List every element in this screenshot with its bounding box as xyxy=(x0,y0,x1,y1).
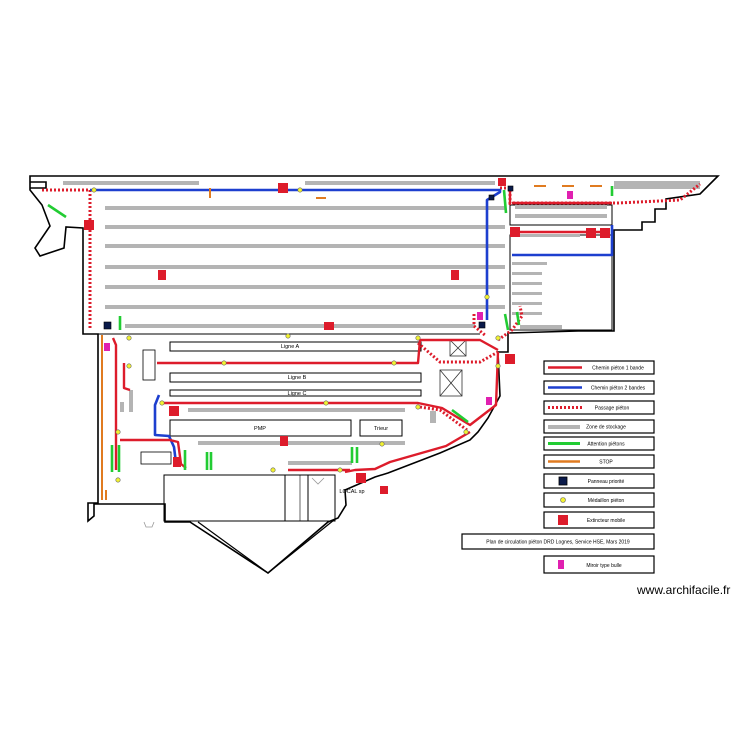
production-lines xyxy=(169,341,422,437)
structure-cross-boxes xyxy=(439,339,467,397)
legend-label: STOP xyxy=(599,460,613,466)
ligne-c-label: Ligne C xyxy=(288,391,307,397)
legend-label: Extincteur mobile xyxy=(587,518,626,524)
legend-item: Extincteur mobile xyxy=(543,511,655,529)
legend-item: Chemin piéton 2 bandes xyxy=(543,380,655,395)
extinguisher-icon xyxy=(558,515,568,525)
trieur-box xyxy=(359,419,403,437)
pmp-label: PMP xyxy=(254,426,266,432)
extinguishers xyxy=(84,178,610,494)
ligne-b-label: Ligne B xyxy=(288,375,307,381)
trieur-label: Trieur xyxy=(374,426,388,432)
legend-caption-box: Plan de circulation piéton DRD Lognes, S… xyxy=(461,533,655,550)
watermark: www.archifacile.fr xyxy=(637,583,731,597)
interior-walls xyxy=(98,204,613,574)
attention-zones xyxy=(47,186,614,472)
priority-signs xyxy=(103,185,514,330)
storage-icon xyxy=(548,425,580,429)
legend-label: Attention piétons xyxy=(587,442,625,448)
legend-label: Chemin piéton 2 bandes xyxy=(591,386,646,392)
legend-item: Zone de stockage xyxy=(543,419,655,434)
legend-item: STOP xyxy=(543,454,655,469)
ligne-c-box xyxy=(169,389,422,397)
legend-item: Miroir type bulle xyxy=(543,555,655,574)
legend-item: Médaillon piéton xyxy=(543,492,655,508)
mirror-icon xyxy=(558,560,564,569)
legend-label: Chemin piéton 1 bande xyxy=(592,366,644,372)
legend-label: Médaillon piéton xyxy=(588,498,625,504)
legend-label: Panneau priorité xyxy=(588,479,625,485)
red-paths xyxy=(111,190,612,474)
legend-item: Attention piétons xyxy=(543,436,655,451)
legend: Chemin piéton 1 bande Chemin piéton 2 ba… xyxy=(461,360,655,574)
legend-item: Panneau priorité xyxy=(543,473,655,489)
legend-item: Passage piéton xyxy=(543,400,655,415)
building-outline xyxy=(29,175,720,574)
ligne-a-label: Ligne A xyxy=(281,344,300,350)
pmp-box xyxy=(169,419,352,437)
legend-label: Zone de stockage xyxy=(586,425,626,431)
legend-label: Passage piéton xyxy=(595,406,630,412)
legend-item: Chemin piéton 1 bande xyxy=(543,360,655,375)
stop-lines xyxy=(101,185,602,500)
ligne-b-box xyxy=(169,372,422,383)
priority-sign-icon xyxy=(558,476,568,486)
legend-label: Miroir type bulle xyxy=(586,563,622,569)
medallions xyxy=(91,187,501,483)
blue-paths xyxy=(90,188,614,464)
mirrors xyxy=(104,191,573,405)
medallion-icon xyxy=(560,497,566,503)
legend-caption: Plan de circulation piéton DRD Lognes, S… xyxy=(486,540,630,546)
local-label: LOCAL sp xyxy=(339,489,364,495)
storage-zones xyxy=(63,181,700,465)
